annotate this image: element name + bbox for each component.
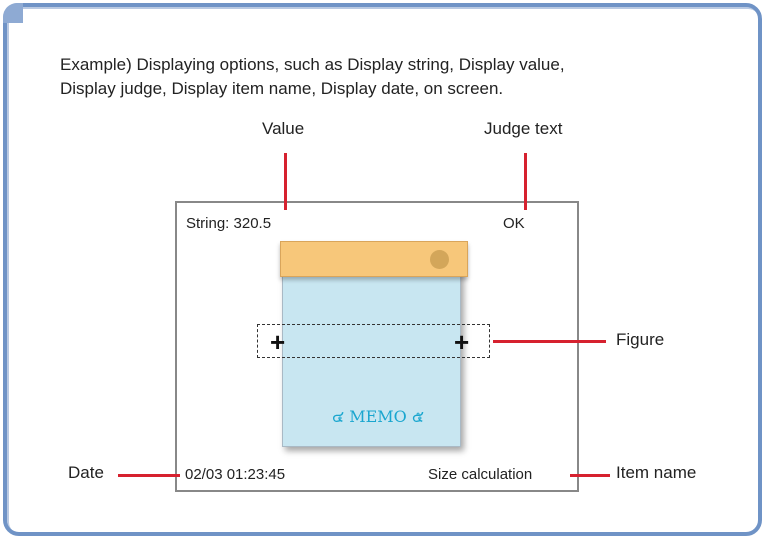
- screen-item-name: Size calculation: [428, 466, 533, 483]
- memo-note: [282, 243, 461, 447]
- judge-leader-line: [524, 153, 527, 210]
- screen-judge-text: OK: [503, 215, 525, 232]
- memo-label: ๔ MEMO ๕: [313, 405, 443, 430]
- crosshair-right-icon: +: [454, 327, 470, 357]
- figure-dashed-box: [257, 324, 490, 358]
- screen-string-value: String: 320.5: [186, 215, 272, 232]
- caption-line-2: Display judge, Display item name, Displa…: [60, 79, 504, 98]
- callout-value: Value: [262, 119, 305, 138]
- crosshair-left-icon: +: [270, 327, 286, 357]
- memo-label-text: ๔ MEMO ๕: [332, 407, 424, 426]
- figure-leader-line: [493, 340, 606, 343]
- item-name-leader-line: [570, 474, 610, 477]
- caption: Example) Displaying options, such as Dis…: [60, 53, 565, 101]
- panel-corner: [3, 3, 23, 23]
- memo-pin-icon: [430, 250, 449, 269]
- callout-figure: Figure: [616, 330, 665, 349]
- date-leader-line: [118, 474, 180, 477]
- screen-date-time: 02/03 01:23:45: [185, 466, 286, 483]
- callout-judge-text: Judge text: [484, 119, 563, 138]
- callout-item-name: Item name: [616, 463, 697, 482]
- value-leader-line: [284, 153, 287, 210]
- callout-date: Date: [68, 463, 104, 482]
- caption-line-1: Example) Displaying options, such as Dis…: [60, 55, 565, 74]
